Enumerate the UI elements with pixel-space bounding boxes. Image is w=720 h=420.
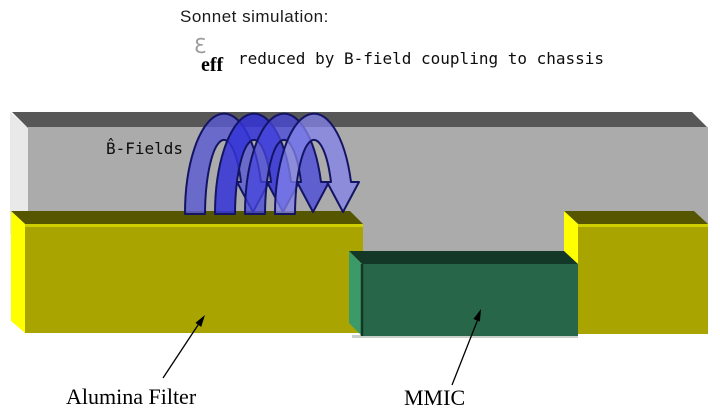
alumina-left-block-side <box>11 211 25 333</box>
alumina-left-block-edge-highlight <box>25 224 363 227</box>
mmic-block-front <box>362 264 578 336</box>
alumina-filter-label: Alumina Filter <box>66 384 197 409</box>
alumina-right-block-front <box>578 224 708 334</box>
chassis-top-face <box>12 112 708 128</box>
alumina-leader-arrow <box>162 315 205 379</box>
alumina-right-block-edge-highlight <box>578 224 708 227</box>
mmic-leader-arrow <box>451 309 481 386</box>
mmic-block-top <box>349 251 578 264</box>
b-field-arch-4 <box>273 112 360 215</box>
epsilon-subscript: eff <box>201 54 224 76</box>
alumina-right-block-top <box>564 211 708 224</box>
alumina-left-block-front <box>25 224 363 333</box>
slide-title: Sonnet simulation: <box>180 7 329 26</box>
mmic-block-side <box>349 251 362 336</box>
formula-description: reduced by B-field coupling to chassis <box>238 49 605 68</box>
b-fields-label: B̂-Fields <box>106 139 184 158</box>
mmic-base-line <box>352 335 578 338</box>
epsilon-symbol: Ɛ <box>194 34 207 58</box>
mmic-label: MMIC <box>404 385 466 410</box>
